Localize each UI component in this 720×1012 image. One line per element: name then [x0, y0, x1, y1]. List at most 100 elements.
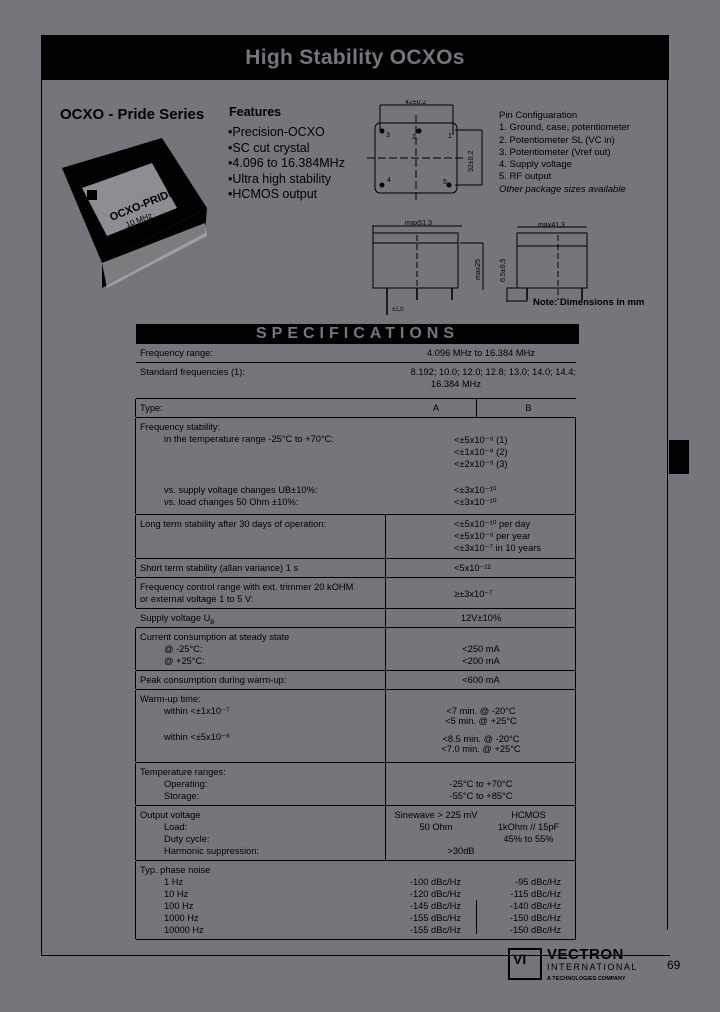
- spec-value: <±2x10⁻⁹ (3): [454, 459, 508, 469]
- spec-value: <600 mA: [462, 675, 500, 685]
- spec-value: -25°C to +70°C: [449, 779, 513, 789]
- dim-pin-offset: ±1,0: [392, 307, 404, 313]
- logo-name: VECTRON: [547, 946, 624, 963]
- spec-label: Output voltage: [140, 810, 201, 820]
- spec-row-peak-consumption: Peak consumption during warm-up: <600 mA: [135, 671, 576, 690]
- spec-sublabel: @ -25°C:: [164, 644, 203, 654]
- dim-front-width: max51,3: [405, 220, 432, 227]
- spec-label: Warm-up time:: [140, 694, 201, 704]
- phase-noise-b: -150 dBc/Hz: [509, 913, 561, 923]
- svg-text:4: 4: [387, 177, 391, 184]
- spec-value: <±1x10⁻⁸ (2): [454, 447, 508, 457]
- specifications-title: SPECIFICATIONS: [255, 325, 460, 342]
- spec-row-phase-noise: Typ. phase noise 1 Hz 10 Hz 100 Hz 1000 …: [135, 861, 576, 940]
- dim-top-width: 42±0,2: [405, 100, 426, 106]
- feature-item: 4.096 to 16.384MHz: [228, 156, 345, 172]
- phase-noise-b: -115 dBc/Hz: [510, 889, 561, 899]
- spec-value: <±3x10⁻⁷ in 10 years: [454, 543, 542, 553]
- load-a: 50 Ohm: [419, 822, 453, 832]
- spec-row-temperature-ranges: Temperature ranges: Operating: Storage: …: [135, 763, 576, 806]
- spec-sublabel: within <±1x10⁻⁷: [164, 706, 230, 716]
- spec-label: Frequency stability:: [140, 422, 221, 432]
- spec-label-sub: B: [210, 619, 215, 626]
- spec-value: 16.384 MHz: [430, 379, 482, 389]
- spec-sublabel: Storage:: [164, 791, 200, 801]
- spec-value: <±5x10⁻⁸ per year: [454, 531, 531, 541]
- spec-value: <8.5 min. @ -20°C: [442, 734, 520, 744]
- pin-item: 2. Potentiometer SL (VC in): [499, 134, 615, 146]
- spec-label: Frequency control range with ext. trimme…: [140, 582, 354, 592]
- spec-row-frequency-range: Frequency range: 4.096 MHz to 16.384 MHz: [136, 344, 576, 363]
- dim-top-height: 32±0,2: [468, 151, 475, 172]
- pin-item: 4. Supply voltage: [499, 159, 572, 171]
- dim-pin-length: 6.5±0,5: [500, 259, 507, 282]
- spec-value: -55°C to +85°C: [449, 791, 513, 801]
- product-image: OCXO-PRIDE 10 MHz: [62, 138, 207, 288]
- svg-text:2: 2: [412, 134, 416, 141]
- spec-value: 8.192; 10.0; 12.0; 12.8; 13.0; 14.0; 14.…: [410, 367, 576, 377]
- dim-side-width: max41,3: [538, 222, 565, 229]
- type-b: B: [525, 403, 532, 413]
- feature-item: Ultra high stability: [228, 172, 345, 188]
- spec-label: Supply voltage U: [140, 613, 211, 623]
- duty-b: 45% to 55%: [503, 834, 554, 844]
- spec-sublabel: within <±5x10⁻⁸: [164, 732, 230, 742]
- spec-row-warmup-time: Warm-up time: within <±1x10⁻⁷ <7 min. @ …: [135, 690, 576, 763]
- phase-noise-freq: 10000 Hz: [164, 925, 204, 935]
- spec-value: <±5x10⁻¹⁰ per day: [454, 519, 531, 529]
- page-number: 69: [667, 958, 681, 972]
- pin-config-title: Pin Configuaration: [499, 110, 578, 121]
- spec-row-current-consumption: Current consumption at steady state @ -2…: [135, 628, 576, 671]
- spec-label: Frequency range:: [140, 348, 213, 358]
- phase-noise-freq: 1000 Hz: [164, 913, 199, 923]
- feature-item: HCMOS output: [228, 187, 345, 203]
- spec-label: Peak consumption during warm-up:: [140, 675, 287, 685]
- dimensions-note: Note: Dimensions in mm: [533, 297, 645, 308]
- phase-noise-a: -155 dBc/Hz: [409, 925, 461, 935]
- spec-row-standard-frequencies: Standard frequencies (1): 8.192; 10.0; 1…: [136, 363, 576, 399]
- svg-text:1: 1: [448, 133, 452, 140]
- other-sizes-note: Other package sizes available: [499, 183, 626, 195]
- features-title: Features: [229, 105, 282, 119]
- spec-row-frequency-control: Frequency control range with ext. trimme…: [135, 578, 576, 609]
- spec-sublabel: vs. supply voltage changes UB±10%:: [164, 485, 318, 495]
- spec-row-frequency-stability: Frequency stability: in the temperature …: [135, 418, 576, 515]
- spec-sublabel: Load:: [164, 822, 188, 832]
- page-frame-right: [667, 35, 668, 930]
- phase-noise-a: -120 dBc/Hz: [409, 889, 461, 899]
- feature-item: Precision-OCXO: [228, 125, 345, 141]
- specifications-table: Frequency range: 4.096 MHz to 16.384 MHz…: [135, 344, 576, 940]
- page-frame: [41, 35, 670, 956]
- phase-noise-a: -155 dBc/Hz: [409, 913, 461, 923]
- spec-value: ≥±3x10⁻⁷: [454, 589, 493, 599]
- output-b: HCMOS: [511, 810, 546, 820]
- spec-row-type: Type: A B: [135, 399, 576, 418]
- svg-text:3: 3: [386, 132, 390, 139]
- dimension-diagram: 42±0,2 32±0,2 3 2 1 4 5 max51,3 max25 ±1…: [367, 100, 588, 315]
- feature-item: SC cut crystal: [228, 141, 345, 157]
- spec-value: <5 min. @ +25°C: [445, 716, 517, 726]
- spec-row-output-voltage: Output voltage Load: Duty cycle: Harmoni…: [135, 806, 576, 861]
- spec-sublabel: @ +25°C:: [164, 656, 205, 666]
- section-tab-marker: [669, 440, 689, 474]
- logo-mark-text: VI: [513, 951, 527, 967]
- output-a: Sinewave > 225 mV: [394, 810, 478, 820]
- spec-label: Typ. phase noise: [140, 865, 211, 875]
- series-title: OCXO - Pride Series: [60, 106, 205, 123]
- logo-subname: INTERNATIONAL: [547, 962, 638, 972]
- type-a: A: [432, 403, 440, 413]
- phase-noise-freq: 100 Hz: [164, 901, 194, 911]
- spec-value: <250 mA: [462, 644, 500, 654]
- spec-row-short-term-stability: Short term stability (allan variance) 1 …: [135, 559, 576, 578]
- pin-item: 1. Ground, case, potentiometer: [499, 122, 630, 134]
- phase-noise-a: -145 dBc/Hz: [409, 901, 461, 911]
- spec-row-supply-voltage: Supply voltage UB 12V±10%: [136, 609, 576, 628]
- spec-value: <200 mA: [462, 656, 500, 666]
- spec-label: Long term stability after 30 days of ope…: [140, 519, 327, 529]
- logo-mark: VI: [508, 948, 542, 980]
- spec-sublabel: Duty cycle:: [164, 834, 210, 844]
- spec-label: or external voltage 1 to 5 V:: [140, 594, 254, 604]
- vectron-logo: VI VECTRON INTERNATIONAL A TECHNOLOGIES …: [508, 946, 638, 982]
- spec-sublabel: Harmonic suppression:: [164, 846, 260, 856]
- pin-configuration: Pin Configuaration 1. Ground, case, pote…: [499, 110, 630, 196]
